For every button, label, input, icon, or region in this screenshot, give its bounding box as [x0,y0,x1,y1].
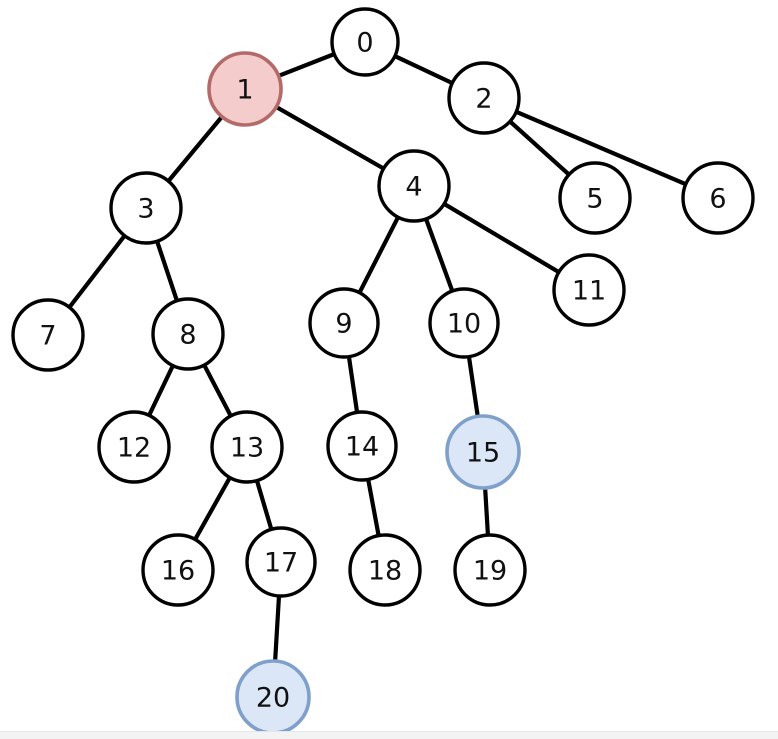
node-circle-20[interactable] [235,659,311,735]
graph-node-3[interactable]: 3 [109,171,183,245]
node-circle-5[interactable] [558,161,632,235]
edge-layer [66,51,690,665]
node-circle-9[interactable] [308,287,380,359]
graph-node-4[interactable]: 4 [377,149,451,223]
node-circle-2[interactable] [447,61,521,135]
graph-node-15[interactable]: 15 [445,414,521,490]
node-circle-18[interactable] [348,533,422,607]
graph-edge-8-12 [146,362,176,419]
graph-node-0[interactable]: 0 [330,7,400,77]
graph-node-19[interactable]: 19 [453,533,527,607]
bottom-border-strip [0,731,778,739]
graph-node-20[interactable]: 20 [235,659,311,735]
graph-node-6[interactable]: 6 [681,161,755,235]
node-circle-17[interactable] [245,526,317,598]
graph-node-8[interactable]: 8 [151,297,225,371]
graph-node-2[interactable]: 2 [447,61,521,135]
graph-node-18[interactable]: 18 [348,533,422,607]
graph-edge-0-1 [275,51,338,79]
graph-node-13[interactable]: 13 [210,410,284,484]
graph-edge-2-6 [512,109,690,187]
graph-edge-3-7 [66,232,128,311]
graph-node-14[interactable]: 14 [326,410,398,482]
graph-edge-4-9 [356,213,401,297]
graph-node-1[interactable]: 1 [207,51,283,127]
graph-edge-8-13 [201,361,234,420]
graph-node-11[interactable]: 11 [552,253,626,327]
node-circle-14[interactable] [326,410,398,482]
graph-node-9[interactable]: 9 [308,287,380,359]
node-circle-8[interactable] [151,297,225,371]
graph-node-10[interactable]: 10 [428,287,500,359]
graph-edge-15-19 [482,484,491,539]
graph-edge-3-8 [154,237,180,305]
graph-edge-13-16 [192,474,233,543]
graph-edge-9-14 [346,353,360,416]
node-circle-0[interactable] [330,7,400,77]
graph-edge-13-17 [254,477,274,533]
node-circle-7[interactable] [11,298,85,372]
graph-edge-4-11 [440,201,563,275]
graph-edge-17-20 [272,592,282,665]
graph-edge-4-10 [423,215,455,295]
node-circle-19[interactable] [453,533,527,607]
graph-edge-2-5 [506,118,573,178]
node-circle-10[interactable] [428,287,500,359]
graph-node-12[interactable]: 12 [97,410,171,484]
node-circle-3[interactable] [109,171,183,245]
node-circle-13[interactable] [210,410,284,484]
graph-edge-1-3 [165,113,226,185]
node-circle-6[interactable] [681,161,755,235]
graph-node-16[interactable]: 16 [141,533,215,607]
node-circle-16[interactable] [141,533,215,607]
graph-edge-14-18 [365,475,381,540]
graph-node-5[interactable]: 5 [558,161,632,235]
node-circle-4[interactable] [377,149,451,223]
graph-edge-1-4 [272,104,388,172]
graph-node-7[interactable]: 7 [11,298,85,372]
node-circle-11[interactable] [552,253,626,327]
graph-node-17[interactable]: 17 [245,526,317,598]
node-circle-1[interactable] [207,51,283,127]
node-circle-15[interactable] [445,414,521,490]
graph-edge-0-2 [391,53,456,86]
node-circle-12[interactable] [97,410,171,484]
graph-edge-10-15 [466,353,481,420]
